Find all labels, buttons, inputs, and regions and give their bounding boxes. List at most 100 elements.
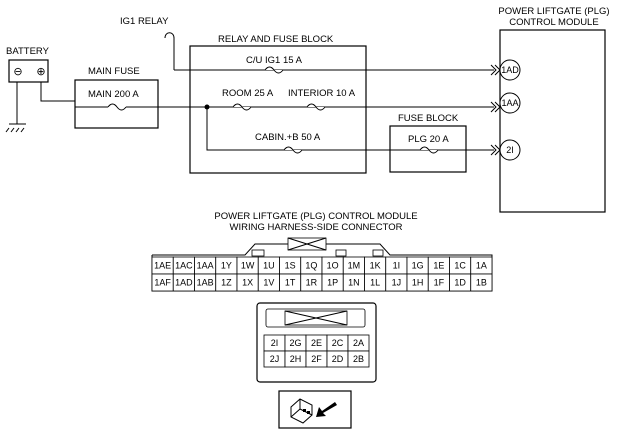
module-title-line2: CONTROL MODULE xyxy=(509,17,598,28)
connector-pin-1o: 1O xyxy=(321,256,344,275)
svg-text:1B: 1B xyxy=(476,278,487,288)
terminal-2i: 2I xyxy=(490,139,521,161)
connector-title-line2: WIRING HARNESS-SIDE CONNECTOR xyxy=(230,222,403,233)
svg-text:2J: 2J xyxy=(270,354,280,364)
connector-pin-1ad: 1AD xyxy=(172,273,195,292)
svg-text:1I: 1I xyxy=(393,261,401,271)
connector-pin-1ae: 1AE xyxy=(151,256,174,275)
svg-text:1E: 1E xyxy=(433,261,444,271)
connector-pin-2i: 2I xyxy=(263,334,286,352)
connector-pin-1y: 1Y xyxy=(215,256,238,275)
svg-text:2A: 2A xyxy=(353,338,364,348)
svg-text:2B: 2B xyxy=(353,354,364,364)
connector-pin-1t: 1T xyxy=(279,273,302,292)
svg-text:1Z: 1Z xyxy=(221,278,232,288)
connector-1: 1AE 1AC 1AA 1Y 1W 1U 1S 1Q 1O 1M 1K 1I 1G 1E 1C 1A 1AF 1A… xyxy=(151,237,493,292)
svg-text:2C: 2C xyxy=(332,338,344,348)
svg-text:1Y: 1Y xyxy=(221,261,232,271)
connector-pin-1ac: 1AC xyxy=(172,256,195,275)
terminal-1ad: 1AD xyxy=(490,59,521,81)
svg-text:1C: 1C xyxy=(454,261,466,271)
connector-pin-1q: 1Q xyxy=(300,256,323,275)
svg-text:1S: 1S xyxy=(285,261,296,271)
connector-pin-1i: 1I xyxy=(385,256,408,275)
connector-pin-2e: 2E xyxy=(305,334,328,352)
fuse-icon xyxy=(283,146,303,154)
connector-title-line1: POWER LIFTGATE (PLG) CONTROL MODULE xyxy=(214,211,417,222)
svg-text:1AD: 1AD xyxy=(175,278,193,288)
connector-pin-1x: 1X xyxy=(236,273,259,292)
connector-pin-1h: 1H xyxy=(406,273,429,292)
fuse-room-label: ROOM 25 A xyxy=(222,88,274,99)
connector-pin-1e: 1E xyxy=(427,256,450,275)
svg-text:2G: 2G xyxy=(289,338,301,348)
svg-text:2D: 2D xyxy=(332,354,344,364)
svg-text:1AF: 1AF xyxy=(154,278,171,288)
connector-pin-1m: 1M xyxy=(342,256,365,275)
svg-text:1AB: 1AB xyxy=(197,278,214,288)
battery-minus-icon: ⊖ xyxy=(13,66,22,78)
svg-text:1P: 1P xyxy=(327,278,338,288)
connector-view-arrow-icon xyxy=(278,390,352,429)
connector-pin-1u: 1U xyxy=(257,256,280,275)
fuse-main-label: MAIN 200 A xyxy=(88,89,139,100)
connector-pin-1z: 1Z xyxy=(215,273,238,292)
svg-text:1AA: 1AA xyxy=(501,98,518,108)
svg-text:1L: 1L xyxy=(370,278,380,288)
svg-text:2H: 2H xyxy=(290,354,302,364)
svg-text:1A: 1A xyxy=(476,261,487,271)
fuse-block-label: FUSE BLOCK xyxy=(398,113,459,124)
connector-pin-1d: 1D xyxy=(449,273,472,292)
svg-text:1F: 1F xyxy=(434,278,445,288)
svg-text:1W: 1W xyxy=(241,261,255,271)
svg-text:1X: 1X xyxy=(242,278,253,288)
connector-pin-1g: 1G xyxy=(406,256,429,275)
connector-pin-1af: 1AF xyxy=(151,273,174,292)
fuse-interior-label: INTERIOR 10 A xyxy=(288,88,356,99)
module-title-line1: POWER LIFTGATE (PLG) xyxy=(498,6,609,17)
connector-pin-2g: 2G xyxy=(284,334,307,352)
connector-pin-1a: 1A xyxy=(470,256,493,275)
svg-text:1M: 1M xyxy=(348,261,361,271)
connector-pin-2b: 2B xyxy=(347,350,370,368)
connector-pin-1aa: 1AA xyxy=(194,256,217,275)
connector-pin-1s: 1S xyxy=(279,256,302,275)
svg-text:1AA: 1AA xyxy=(197,261,214,271)
svg-text:1T: 1T xyxy=(285,278,296,288)
svg-text:1H: 1H xyxy=(412,278,424,288)
connector-pin-1j: 1J xyxy=(385,273,408,292)
relay-fuse-block-label: RELAY AND FUSE BLOCK xyxy=(218,34,334,45)
connector-pin-1c: 1C xyxy=(449,256,472,275)
relay-fuse-block-box xyxy=(189,45,367,174)
svg-text:2I: 2I xyxy=(506,145,514,155)
svg-text:2E: 2E xyxy=(311,338,322,348)
svg-text:1AC: 1AC xyxy=(175,261,193,271)
svg-text:1G: 1G xyxy=(412,261,424,271)
svg-text:1V: 1V xyxy=(263,278,274,288)
svg-text:1AE: 1AE xyxy=(154,261,171,271)
connector-pin-1k: 1K xyxy=(364,256,387,275)
connector-pin-1v: 1V xyxy=(257,273,280,292)
relay-coil-icon xyxy=(164,32,175,70)
battery-plus-icon: ⊕ xyxy=(36,66,45,78)
svg-text:1O: 1O xyxy=(327,261,339,271)
fuse-icon xyxy=(232,103,252,111)
svg-text:1K: 1K xyxy=(370,261,381,271)
fuse-icon xyxy=(264,66,284,74)
svg-text:1Q: 1Q xyxy=(305,261,317,271)
fuse-icon xyxy=(107,103,127,111)
wire-battery-main xyxy=(40,82,75,102)
svg-text:1U: 1U xyxy=(263,261,275,271)
svg-text:1AD: 1AD xyxy=(501,65,519,75)
fuse-cu-ig1-label: C/U IG1 15 A xyxy=(246,55,303,66)
fuse-cabin-label: CABIN.+B 50 A xyxy=(255,132,321,143)
connector-pin-2a: 2A xyxy=(347,334,370,352)
ground-icon xyxy=(5,82,26,133)
connector-pin-1w: 1W xyxy=(236,256,259,275)
connector-pin-1r: 1R xyxy=(300,273,323,292)
connector-pin-2f: 2F xyxy=(305,350,328,368)
connector-pin-1l: 1L xyxy=(364,273,387,292)
fuse-icon xyxy=(306,103,326,111)
svg-text:1R: 1R xyxy=(306,278,318,288)
